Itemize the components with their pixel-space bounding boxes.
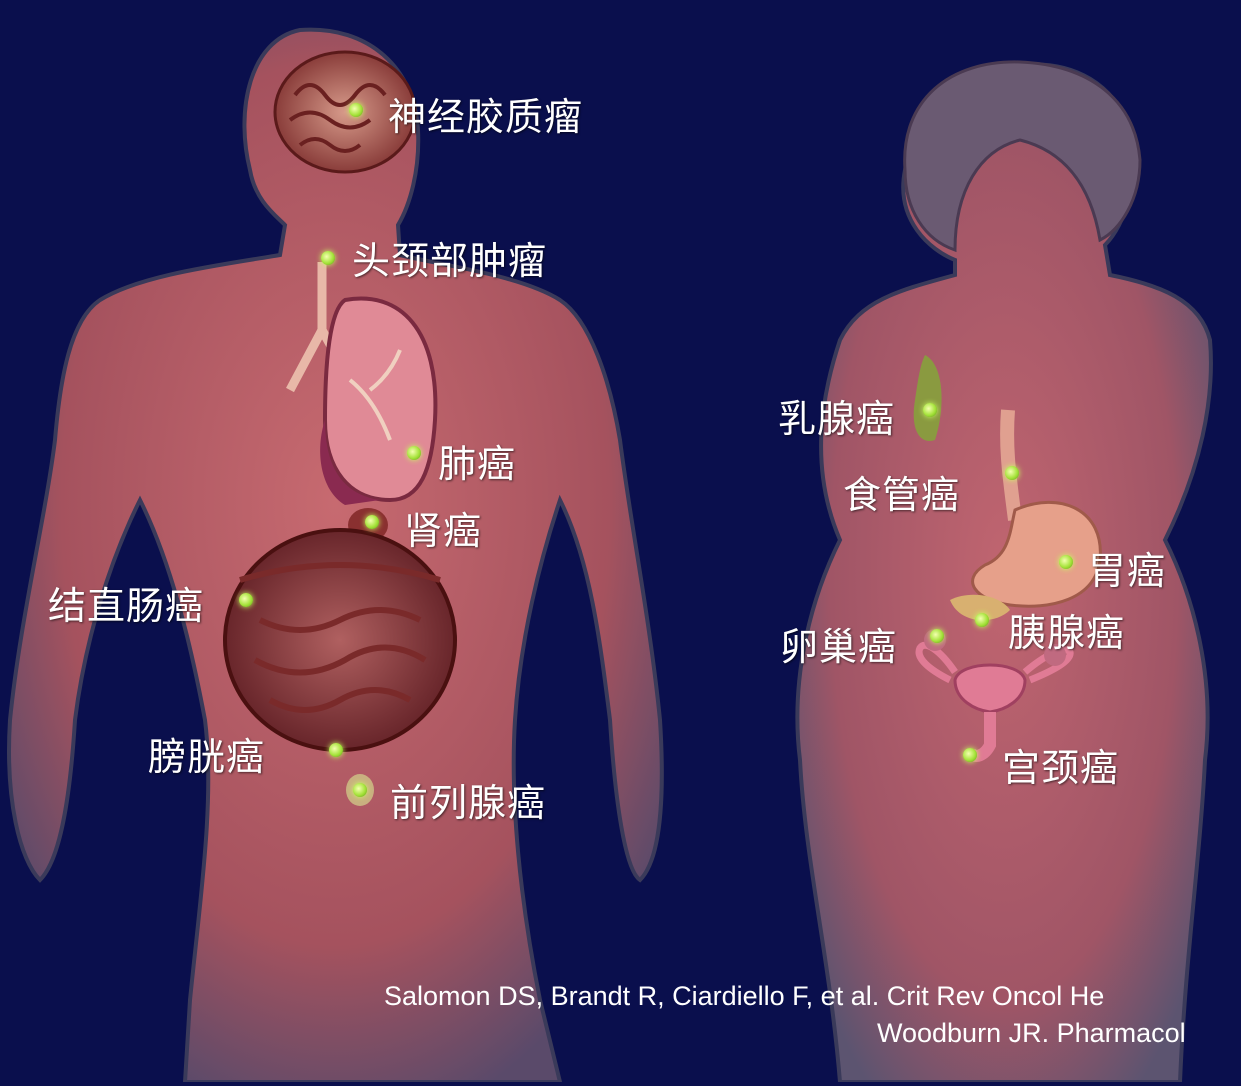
citation-line-2: Woodburn JR. Pharmacol — [877, 1018, 1186, 1049]
marker-lung — [407, 446, 421, 460]
label-gastric: 胃癌 — [1088, 540, 1166, 595]
label-glioma: 神经胶质瘤 — [388, 86, 583, 141]
marker-esophageal — [1005, 466, 1019, 480]
label-colorectal: 结直肠癌 — [48, 575, 204, 630]
marker-breast — [923, 403, 937, 417]
lung-icon — [325, 299, 435, 501]
label-lung: 肺癌 — [438, 433, 516, 488]
marker-glioma — [349, 103, 363, 117]
marker-bladder — [329, 743, 343, 757]
marker-pancreatic — [975, 613, 989, 627]
label-esophageal: 食管癌 — [843, 464, 960, 519]
marker-kidney — [365, 515, 379, 529]
label-ovarian: 卵巢癌 — [780, 616, 897, 671]
male-figure — [9, 30, 662, 1082]
label-pancreatic: 胰腺癌 — [1008, 602, 1125, 657]
marker-ovarian — [930, 629, 944, 643]
label-breast: 乳腺癌 — [778, 388, 895, 443]
label-kidney: 肾癌 — [404, 500, 482, 555]
marker-prostate — [353, 783, 367, 797]
label-head-neck: 头颈部肿瘤 — [352, 230, 547, 285]
marker-colorectal — [239, 593, 253, 607]
marker-gastric — [1059, 555, 1073, 569]
label-prostate: 前列腺癌 — [390, 772, 546, 827]
label-cervical: 宫颈癌 — [1002, 737, 1119, 792]
marker-head-neck — [321, 251, 335, 265]
marker-cervical — [963, 748, 977, 762]
label-bladder: 膀胱癌 — [148, 726, 265, 781]
esophagus-icon — [1007, 410, 1015, 520]
citation-line-1: Salomon DS, Brandt R, Ciardiello F, et a… — [384, 981, 1104, 1012]
